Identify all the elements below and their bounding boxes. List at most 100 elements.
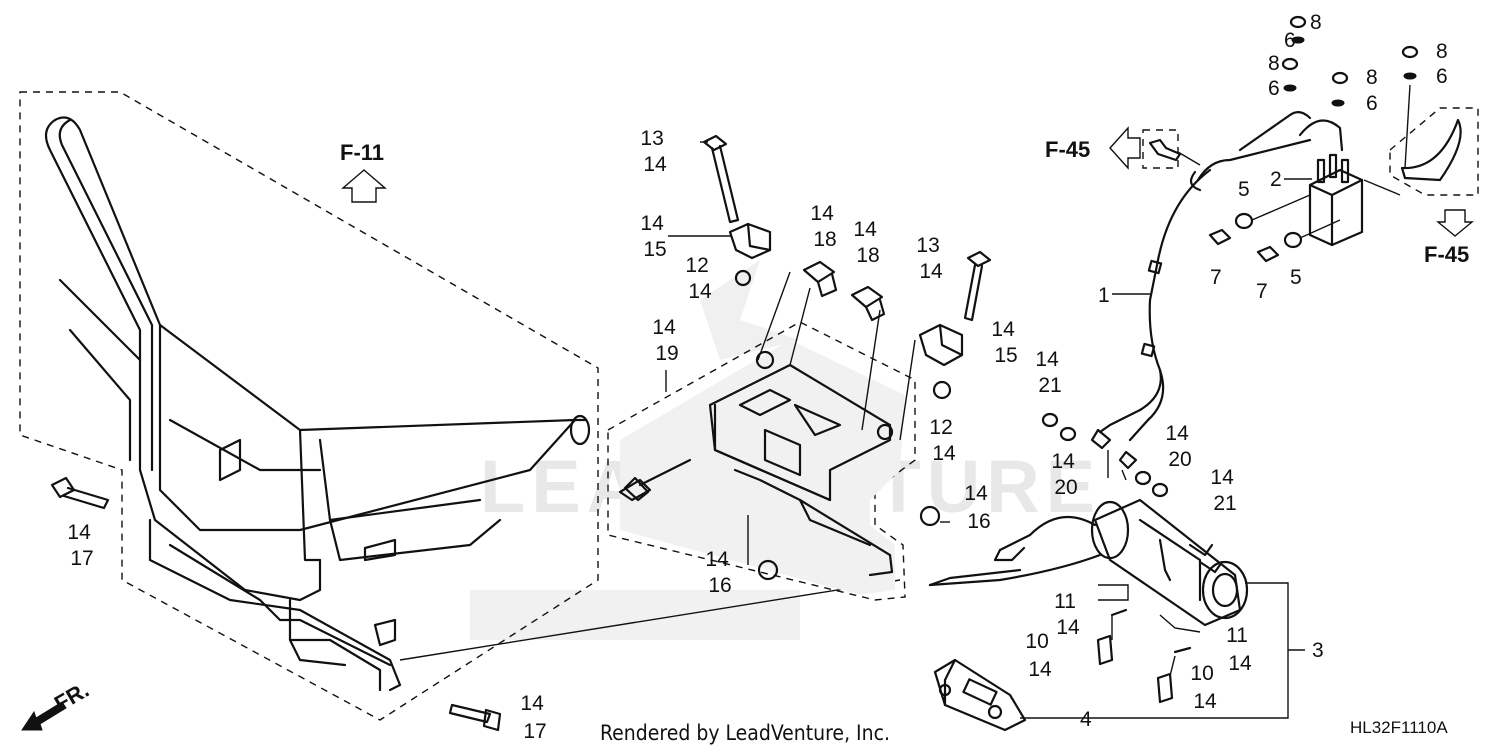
washers-nuts bbox=[1281, 15, 1419, 107]
front-arrow-icon bbox=[21, 701, 67, 731]
cable-terminal-arc bbox=[1298, 119, 1344, 152]
cable-end-b bbox=[1118, 450, 1138, 470]
washer-6 bbox=[1283, 84, 1297, 92]
nut-12-14-b bbox=[932, 380, 952, 400]
washer-6 bbox=[1291, 36, 1305, 44]
callout-6-b: 6 bbox=[1268, 77, 1280, 100]
leader bbox=[1169, 655, 1176, 677]
nut-8 bbox=[1281, 57, 1299, 71]
guard-leader-line bbox=[399, 579, 901, 661]
nut-8 bbox=[1289, 15, 1307, 29]
callout-14-18-b: 14 18 bbox=[853, 218, 882, 267]
stud-bolt bbox=[623, 476, 650, 502]
callout-6-a: 6 bbox=[1284, 29, 1296, 52]
washer-6 bbox=[1331, 99, 1345, 107]
callout-12-14-a: 12 14 bbox=[685, 254, 714, 303]
leader bbox=[1251, 194, 1311, 221]
callout-14-16-a: 14 16 bbox=[964, 482, 993, 533]
nut-14-21-a bbox=[1041, 412, 1059, 428]
ref-f11: F-11 bbox=[340, 140, 387, 203]
callout-6-d: 6 bbox=[1436, 65, 1448, 88]
ref-f45-left-label: F-45 bbox=[1045, 137, 1090, 162]
connector-bolt bbox=[1148, 138, 1182, 162]
bolt-10-b bbox=[1156, 672, 1174, 704]
leader bbox=[1363, 179, 1401, 196]
arrow-down-icon bbox=[1436, 209, 1474, 237]
callout-14-20-a: 14 20 bbox=[1051, 450, 1080, 499]
leader bbox=[899, 339, 916, 441]
bracket-right bbox=[918, 323, 964, 367]
credit-text: Rendered by LeadVenture, Inc. bbox=[600, 721, 890, 745]
callout-14-17-a: 14 17 bbox=[67, 521, 96, 570]
callout-14-21-b: 14 21 bbox=[1210, 466, 1239, 515]
leader bbox=[1121, 469, 1127, 481]
callout-7-b: 7 bbox=[1256, 280, 1268, 303]
callout-10-14-b: 10 14 bbox=[1190, 662, 1219, 713]
leader bbox=[861, 309, 881, 431]
terminal-cover bbox=[1400, 118, 1462, 182]
washer-14-20-b bbox=[1134, 470, 1152, 486]
winch-group bbox=[928, 498, 1305, 732]
bolt-14-18-a bbox=[802, 260, 838, 298]
clip-bracket-a bbox=[1098, 584, 1129, 601]
bolt-14-17-bottom bbox=[448, 703, 502, 732]
callout-8-a: 8 bbox=[1310, 11, 1322, 34]
leader bbox=[1404, 84, 1411, 169]
callout-10-14-a: 10 14 bbox=[1025, 630, 1054, 681]
callout-1: 1 bbox=[1098, 284, 1110, 307]
callout-14-16-b: 14 16 bbox=[705, 548, 734, 597]
cable-clip bbox=[1140, 342, 1156, 358]
callout-13-14-a: 13 14 bbox=[640, 127, 669, 176]
callout-14-21-a: 14 21 bbox=[1035, 348, 1064, 397]
relay-solenoid bbox=[1308, 153, 1364, 247]
callout-14-17-b: 14 17 bbox=[520, 692, 549, 743]
arrow-up-icon bbox=[341, 169, 387, 203]
callout-2: 2 bbox=[1270, 168, 1282, 191]
guard-dashed-outline bbox=[19, 91, 599, 721]
callout-14-15-b: 14 15 bbox=[991, 318, 1020, 367]
leader bbox=[789, 287, 811, 366]
nut-14-16-bottom bbox=[757, 559, 779, 581]
bolt-13-14-b bbox=[963, 250, 992, 322]
front-guard-group bbox=[19, 91, 901, 721]
ref-box-right bbox=[1389, 107, 1479, 196]
cable-to-terminal bbox=[1238, 111, 1312, 152]
callout-4: 4 bbox=[1080, 708, 1092, 731]
winch-motor bbox=[1090, 498, 1249, 627]
diagram-code: HL32F1110A bbox=[1350, 718, 1448, 737]
callout-8-c: 8 bbox=[1366, 66, 1378, 89]
callout-14-20-b: 14 20 bbox=[1165, 422, 1194, 471]
harness-group: F-45 F-45 bbox=[1041, 15, 1479, 498]
callout-3: 3 bbox=[1312, 639, 1324, 662]
callout-12-14-b: 12 14 bbox=[929, 416, 958, 465]
cable-branch bbox=[1128, 368, 1165, 442]
callout-13-14-b: 13 14 bbox=[916, 234, 945, 283]
bolt-7-a bbox=[1208, 228, 1232, 246]
bolt-13-14-a bbox=[702, 134, 740, 224]
cable-clip bbox=[1147, 259, 1163, 275]
callout-6-c: 6 bbox=[1366, 92, 1378, 115]
bolt-10-a bbox=[1096, 634, 1114, 666]
ref-f11-label: F-11 bbox=[340, 140, 384, 165]
cable-loop bbox=[1189, 170, 1202, 192]
washer-14-20-a bbox=[1059, 426, 1077, 442]
nut-12-14-a bbox=[734, 269, 752, 287]
callout-8-d: 8 bbox=[1436, 40, 1448, 63]
callout-5-b: 5 bbox=[1290, 266, 1302, 289]
clip-11-b bbox=[1173, 646, 1192, 654]
front-direction: FR. bbox=[21, 677, 93, 731]
bracket-left bbox=[728, 222, 772, 260]
leader bbox=[757, 271, 791, 361]
watermark-block bbox=[470, 590, 800, 640]
cable-end-a bbox=[1090, 428, 1112, 450]
callout-5-a: 5 bbox=[1238, 178, 1250, 201]
bolt-14-18-b bbox=[850, 285, 886, 322]
washer-6 bbox=[1403, 72, 1417, 80]
callout-14-15-a: 14 15 bbox=[640, 212, 669, 261]
callout-7-a: 7 bbox=[1210, 266, 1222, 289]
cable-top bbox=[1196, 138, 1312, 182]
callout-8-b: 8 bbox=[1268, 52, 1280, 75]
leader bbox=[1299, 219, 1341, 239]
watermark-logo-icon bbox=[700, 260, 800, 360]
